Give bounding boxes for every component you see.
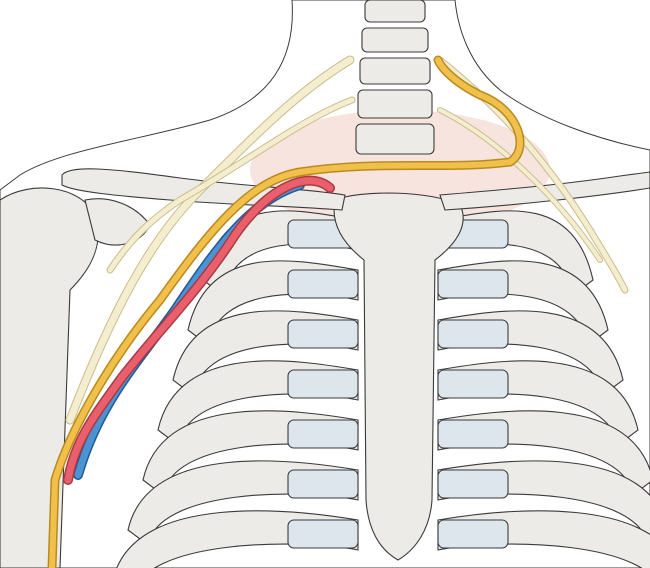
costal-cartilage-right-4: [437, 369, 509, 399]
artery-fill: [64, 177, 334, 484]
costal-cartilage-left-3: [287, 319, 359, 349]
costal-cartilage-left-6: [287, 469, 359, 499]
costal-cartilage-left-4: [287, 369, 359, 399]
costal-cartilage-right-7: [437, 519, 509, 549]
costal-cartilage-left-7: [287, 519, 359, 549]
costal-cartilage-left-5: [287, 419, 359, 449]
costal-cartilage-right-6: [437, 469, 509, 499]
costal-cartilage-right-2: [437, 269, 509, 299]
costal-cartilage-right-5: [437, 419, 509, 449]
costal-cartilage-right-3: [437, 319, 509, 349]
costal-cartilage-left-2: [287, 269, 359, 299]
brachial-plexus: [65, 55, 629, 425]
sternum: [333, 192, 464, 561]
yellow-catheter-fill: [49, 57, 523, 568]
left-scapula-coracoid: [84, 198, 151, 246]
cervical-spine: [355, 0, 435, 155]
